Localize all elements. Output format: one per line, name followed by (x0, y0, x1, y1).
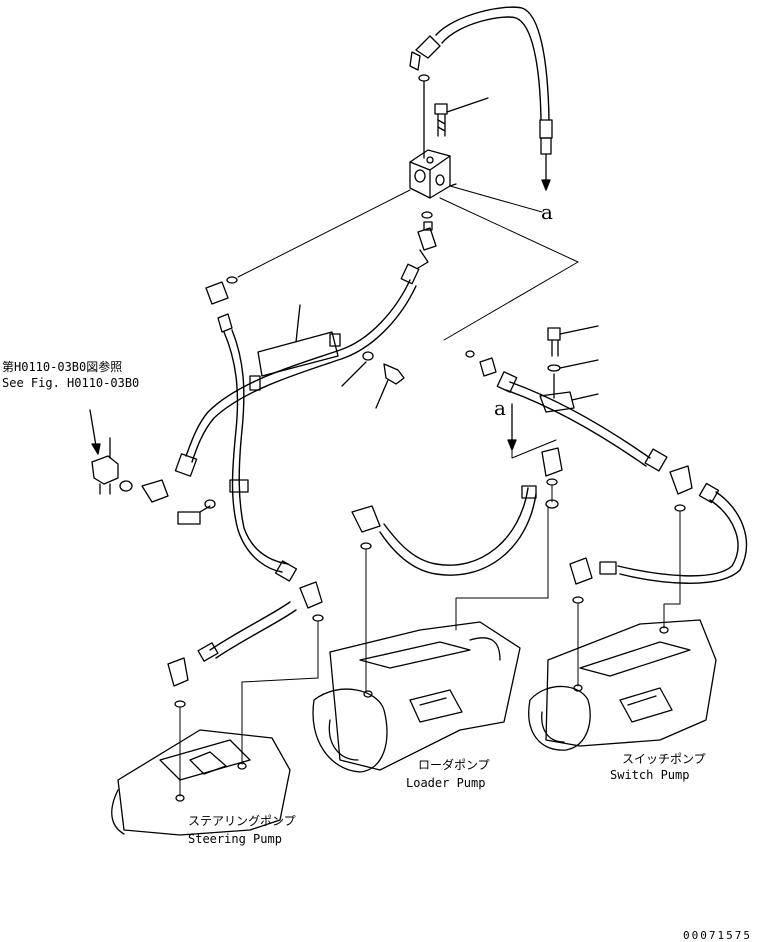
switch-pump-label-en: Switch Pump (610, 768, 690, 782)
distribution-block (409, 149, 457, 199)
loader-pump-body (312, 621, 521, 773)
steering-hose (167, 581, 324, 797)
marker-a-top: a (541, 200, 553, 224)
marker-a-right: a (494, 396, 506, 420)
block-lower-elbow (417, 211, 437, 269)
loader-hose (351, 485, 549, 693)
left-upper-hose (205, 276, 298, 582)
loader-fitting (511, 439, 563, 509)
right-long-hose (496, 371, 693, 629)
switch-hose (569, 482, 748, 687)
steering-pump-label-en: Steering Pump (188, 832, 282, 846)
steering-pump-body (111, 729, 291, 836)
switch-pump-label-jp: スイッチポンプ (622, 752, 706, 766)
switch-pump-body (528, 619, 717, 751)
part-number: 00071575 (683, 929, 752, 942)
lower-left-clamp (177, 479, 249, 525)
fig-ref-label-en: See Fig. H0110-03B0 (2, 376, 140, 390)
right-bracket-parts (465, 325, 599, 451)
loader-pump-label-jp: ローダポンプ (418, 758, 490, 772)
leader-lines-a (237, 185, 579, 341)
fig-ref-label-jp: 第H0110-03B0図参照 (2, 360, 123, 374)
loader-pump-label-en: Loader Pump (406, 776, 486, 790)
cross-hose (174, 263, 420, 477)
clamp-plate (249, 304, 405, 409)
top-return-hose (435, 6, 553, 191)
block-bolt (434, 97, 489, 137)
steering-pump-label-jp: ステアリングポンプ (188, 814, 296, 828)
ref-fitting (89, 409, 169, 503)
top-elbow-fitting (409, 35, 441, 159)
